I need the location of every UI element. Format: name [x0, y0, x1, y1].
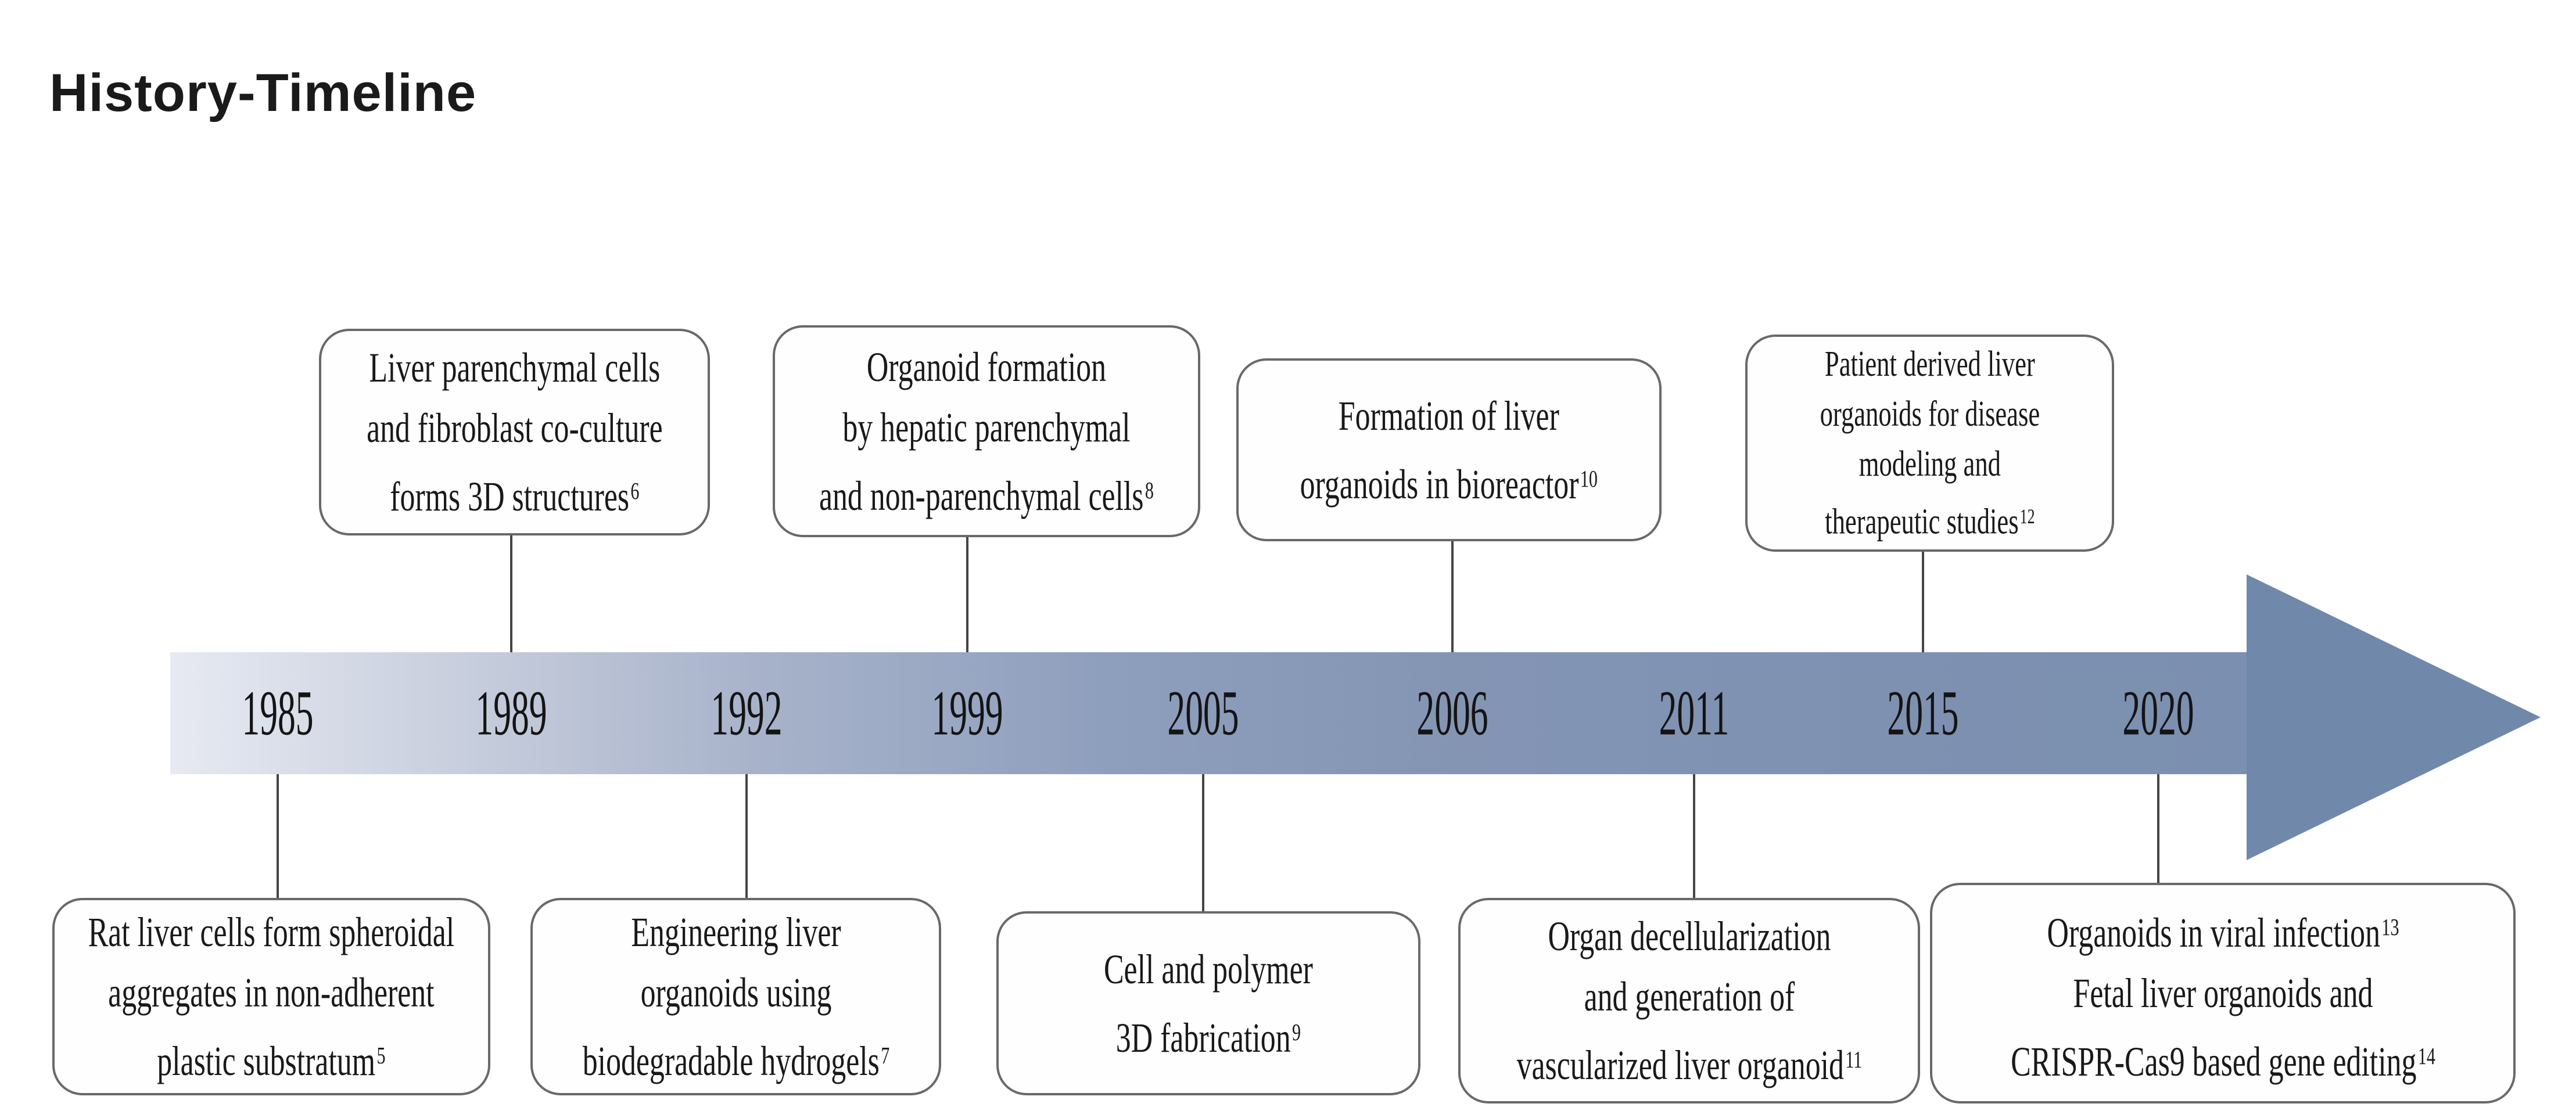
year-label-2011: 2011 — [1659, 677, 1730, 749]
event-text-2015: Patient derived liver organoids for disea… — [1820, 339, 2040, 547]
year-label-1999: 1999 — [931, 677, 1003, 749]
event-text-line: Cell and polymer — [1104, 946, 1313, 993]
event-text-2005: Cell and polymer 3D fabrication9 — [1104, 939, 1313, 1068]
event-text-line: organoids in bioreactor10 — [1300, 461, 1598, 508]
event-text-line: modeling and — [1859, 444, 2001, 484]
citation-ref: 7 — [880, 1042, 889, 1069]
event-text-line: Engineering liver — [630, 909, 841, 955]
year-label-2006: 2006 — [1416, 677, 1488, 749]
event-text-line: and generation of — [1584, 973, 1795, 1020]
connector-line-2005 — [1202, 774, 1204, 911]
event-box-1992: Engineering liver organoids using biodegra… — [530, 898, 941, 1095]
timeline-arrow-band — [170, 652, 2247, 774]
event-text-line: 3D fabrication9 — [1115, 1014, 1301, 1061]
event-text-line: Rat liver cells form spheroidal — [88, 909, 455, 955]
event-text-line: organoids for disease — [1820, 394, 2040, 434]
year-label-1992: 1992 — [711, 677, 783, 749]
event-text-line: CRISPR-Cas9 based gene editing14 — [2010, 1038, 2435, 1085]
event-text-line: Fetal liver organoids and — [2073, 970, 2373, 1016]
event-box-2005: Cell and polymer 3D fabrication9 — [996, 911, 1420, 1095]
event-text-line: Organoid formation — [866, 343, 1107, 390]
connector-line-1999 — [966, 537, 968, 652]
event-text-2011: Organ decellularization and generation of… — [1516, 906, 1862, 1095]
citation-ref: 12 — [2019, 505, 2035, 529]
event-text-line: Organ decellularization — [1548, 913, 1831, 959]
citation-ref: 8 — [1145, 477, 1154, 504]
year-label-2015: 2015 — [1887, 677, 1959, 749]
event-box-1985: Rat liver cells form spheroidal aggregate… — [52, 898, 490, 1095]
event-text-line: and non-parenchymal cells8 — [819, 472, 1154, 519]
event-box-2006: Formation of liver organoids in bioreacto… — [1236, 358, 1662, 541]
event-box-1989: Liver parenchymal cells and fibroblast co… — [319, 329, 710, 535]
event-text-line: and fibroblast co-culture — [366, 405, 663, 451]
event-text-1992: Engineering liver organoids using biodegra… — [582, 902, 889, 1091]
citation-ref: 9 — [1292, 1019, 1301, 1046]
event-text-line: organoids using — [640, 969, 831, 1016]
citation-ref: 13 — [2381, 914, 2399, 941]
event-box-2011: Organ decellularization and generation of… — [1458, 898, 1920, 1103]
event-text-1999: Organoid formation by hepatic parenchymal… — [819, 337, 1154, 526]
event-text-2006: Formation of liver organoids in bioreacto… — [1300, 386, 1598, 515]
event-text-line: plastic substratum5 — [157, 1038, 386, 1084]
event-text-line: vascularized liver organoid11 — [1516, 1042, 1862, 1088]
year-label-1989: 1989 — [475, 677, 547, 749]
timeline-arrowhead-icon — [2247, 574, 2541, 860]
connector-line-2020 — [2157, 774, 2159, 883]
connector-line-2006 — [1451, 541, 1454, 652]
page-title: History-Timeline — [49, 63, 477, 123]
event-text-line: forms 3D structures6 — [389, 473, 640, 520]
citation-ref: 11 — [1845, 1047, 1862, 1073]
year-label-2020: 2020 — [2122, 677, 2194, 749]
event-text-line: biodegradable hydrogels7 — [582, 1038, 889, 1084]
event-text-line: Liver parenchymal cells — [369, 344, 660, 391]
event-box-2015: Patient derived liver organoids for disea… — [1745, 335, 2114, 552]
event-text-line: aggregates in non-adherent — [108, 969, 435, 1016]
connector-line-1985 — [277, 774, 279, 898]
connector-line-1992 — [745, 774, 748, 898]
citation-ref: 6 — [630, 478, 640, 505]
year-label-1985: 1985 — [242, 677, 314, 749]
event-text-1989: Liver parenchymal cells and fibroblast co… — [367, 337, 663, 527]
event-text-line: Formation of liver — [1338, 392, 1560, 439]
event-text-line: Organoids in viral infection13 — [2047, 910, 2399, 956]
event-text-line: therapeutic studies12 — [1824, 502, 2035, 542]
year-label-2005: 2005 — [1167, 677, 1239, 749]
citation-ref: 5 — [376, 1042, 386, 1069]
citation-ref: 10 — [1580, 465, 1598, 493]
connector-line-2015 — [1922, 552, 1924, 652]
connector-line-2011 — [1693, 774, 1695, 898]
citation-ref: 14 — [2417, 1043, 2435, 1070]
event-text-1985: Rat liver cells form spheroidal aggregate… — [88, 902, 455, 1091]
event-box-1999: Organoid formation by hepatic parenchymal… — [773, 325, 1200, 537]
event-text-line: Patient derived liver — [1824, 344, 2035, 384]
event-text-line: by hepatic parenchymal — [842, 404, 1131, 451]
connector-line-1989 — [510, 535, 512, 652]
